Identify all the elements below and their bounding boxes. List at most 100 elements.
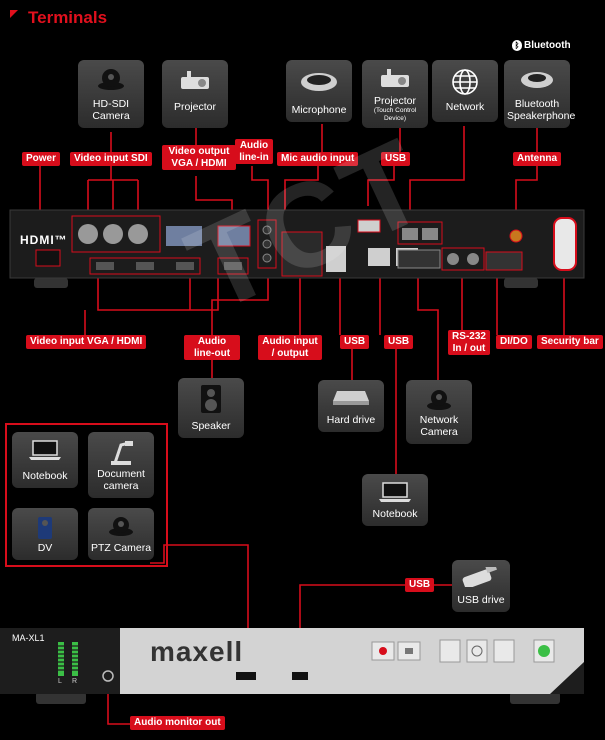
headphone-jack-icon	[102, 670, 114, 682]
projector-touch-label: Projector(Touch Control Device)	[362, 95, 428, 123]
usb-label-2: USB	[384, 335, 414, 349]
hdmi-out-box	[217, 257, 249, 275]
rs232-port-2-icon	[467, 253, 479, 265]
bluetooth-icon: ᛒ	[512, 40, 522, 51]
rear-foot-left	[34, 278, 68, 288]
model-name: MA-XL1	[12, 633, 45, 643]
hdmi-in-1-icon	[96, 262, 114, 270]
camera-lan-ports	[397, 249, 441, 269]
info-icon	[471, 645, 483, 657]
camera-icon	[98, 69, 124, 90]
power-jack-icon	[35, 249, 61, 267]
sdi-port-2-icon	[103, 224, 123, 244]
title-mark	[10, 10, 18, 18]
hard-drive-icon	[333, 391, 369, 405]
security-bar-icon	[553, 217, 577, 271]
audio-level-meter	[58, 642, 78, 676]
info-button[interactable]	[466, 639, 488, 663]
audio-jacks-box	[257, 219, 277, 269]
meter-right-label: R	[72, 678, 78, 685]
microphone-tile: Microphone	[286, 60, 352, 122]
hard-drive-tile: Hard drive	[318, 380, 384, 432]
power-icon	[538, 645, 550, 657]
front-panel	[0, 628, 584, 704]
usb-top-label: USB	[381, 152, 411, 166]
document-camera-tile: Document camera	[88, 432, 154, 498]
front-foot-left	[36, 692, 86, 704]
sdi-port-3-icon	[128, 224, 148, 244]
vga-out-port-icon	[217, 225, 251, 247]
dv-label: DV	[37, 542, 53, 555]
audio-line-out-label: Audio line-out	[184, 335, 240, 360]
notebook-tile: Notebook	[12, 432, 78, 488]
dido-label: DI/DO	[496, 335, 532, 349]
video-input-sdi-label: Video input SDI	[70, 152, 152, 166]
usb-stack-icon	[326, 246, 346, 272]
connect-button[interactable]	[493, 639, 515, 663]
sdi-port-1-icon	[78, 224, 98, 244]
power-label: Power	[22, 152, 61, 166]
audio-terminal-block	[281, 231, 323, 277]
dido-terminal-icon	[485, 251, 523, 271]
video-output-label: Video output VGA / HDMI	[162, 145, 236, 170]
audio-line-in-label: Audio line-in	[235, 139, 273, 164]
speaker-icon	[201, 385, 221, 413]
projector-touch-tile: Projector(Touch Control Device)	[362, 60, 428, 128]
page-title: Terminals	[28, 8, 108, 27]
front-usb-port-icon	[292, 672, 308, 680]
audio-jack-3-icon	[262, 253, 272, 263]
dv-camera-icon	[38, 517, 52, 539]
speakerphone-label: Bluetooth Speakerphone	[507, 97, 576, 123]
front-hdmi-port-icon	[236, 672, 256, 680]
hdmi-logo: HDMI™	[20, 233, 68, 247]
video-source-group	[5, 423, 168, 567]
projector-label: Projector	[173, 101, 216, 114]
projector-icon	[181, 71, 209, 89]
usb-front-label: USB	[405, 578, 435, 592]
hdmi-in-box	[89, 257, 201, 275]
notebook-tile-2: Notebook	[362, 474, 428, 526]
network-camera-label: Network Camera	[419, 413, 459, 439]
laptop-icon	[379, 482, 411, 502]
hd-sdi-camera-tile: HD-SDI Camera	[78, 60, 144, 128]
projector-tile: Projector	[162, 60, 228, 128]
lan-port-2-icon	[422, 228, 438, 240]
hdmi-in-2-icon	[136, 262, 154, 270]
audio-input-output-label: Audio input / output	[258, 335, 322, 360]
ptz-camera-label: PTZ Camera	[90, 542, 152, 555]
antenna-port-icon	[509, 229, 523, 243]
usb-drive-label: USB drive	[457, 594, 505, 607]
globe-icon	[452, 69, 478, 95]
speakerphone-tile: Bluetooth Speakerphone	[504, 60, 576, 128]
audio-jack-1-icon	[262, 225, 272, 235]
projector-icon	[381, 69, 409, 87]
hdmi-in-3-icon	[176, 262, 194, 270]
projector-touch-sublabel: (Touch Control Device)	[373, 107, 417, 123]
meter-left-label: L	[58, 678, 62, 685]
front-foot-right	[510, 692, 560, 704]
usb-drive-icon	[462, 567, 497, 587]
rs232-label: RS-232 In / out	[448, 330, 490, 355]
microphone-label: Microphone	[291, 104, 347, 117]
video-input-vga-hdmi-label: Video input VGA / HDMI	[26, 335, 147, 349]
dv-tile: DV	[12, 508, 78, 560]
display-button[interactable]	[439, 639, 461, 663]
speaker-label: Speaker	[191, 420, 231, 433]
vga-in-port-icon	[166, 226, 202, 246]
laptop-icon	[29, 440, 61, 460]
audio-jack-2-icon	[262, 239, 272, 249]
rear-foot-right	[504, 278, 538, 288]
microphone-icon	[301, 73, 337, 91]
sdi-ports-box	[71, 215, 161, 253]
camera-icon	[427, 390, 451, 410]
usb-label-1: USB	[340, 335, 370, 349]
notebook-label-2: Notebook	[372, 508, 418, 521]
network-camera-tile: Network Camera	[406, 380, 472, 444]
speakerphone-icon	[521, 72, 553, 88]
brand-logo: maxell	[150, 636, 244, 667]
notebook-label: Notebook	[22, 470, 68, 483]
rs232-port-1-icon	[447, 253, 459, 265]
